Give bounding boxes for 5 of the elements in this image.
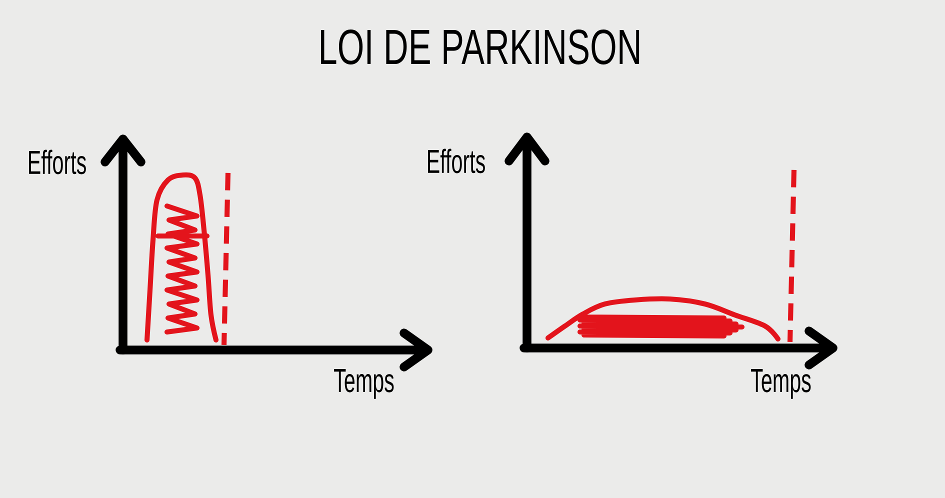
axis-label: Efforts	[29, 150, 86, 174]
title: LOI DE PARKINSON	[321, 30, 640, 64]
axis-label: Temps	[751, 369, 811, 399]
axis-label: Efforts	[428, 148, 485, 174]
axis-label: Temps	[334, 369, 394, 399]
